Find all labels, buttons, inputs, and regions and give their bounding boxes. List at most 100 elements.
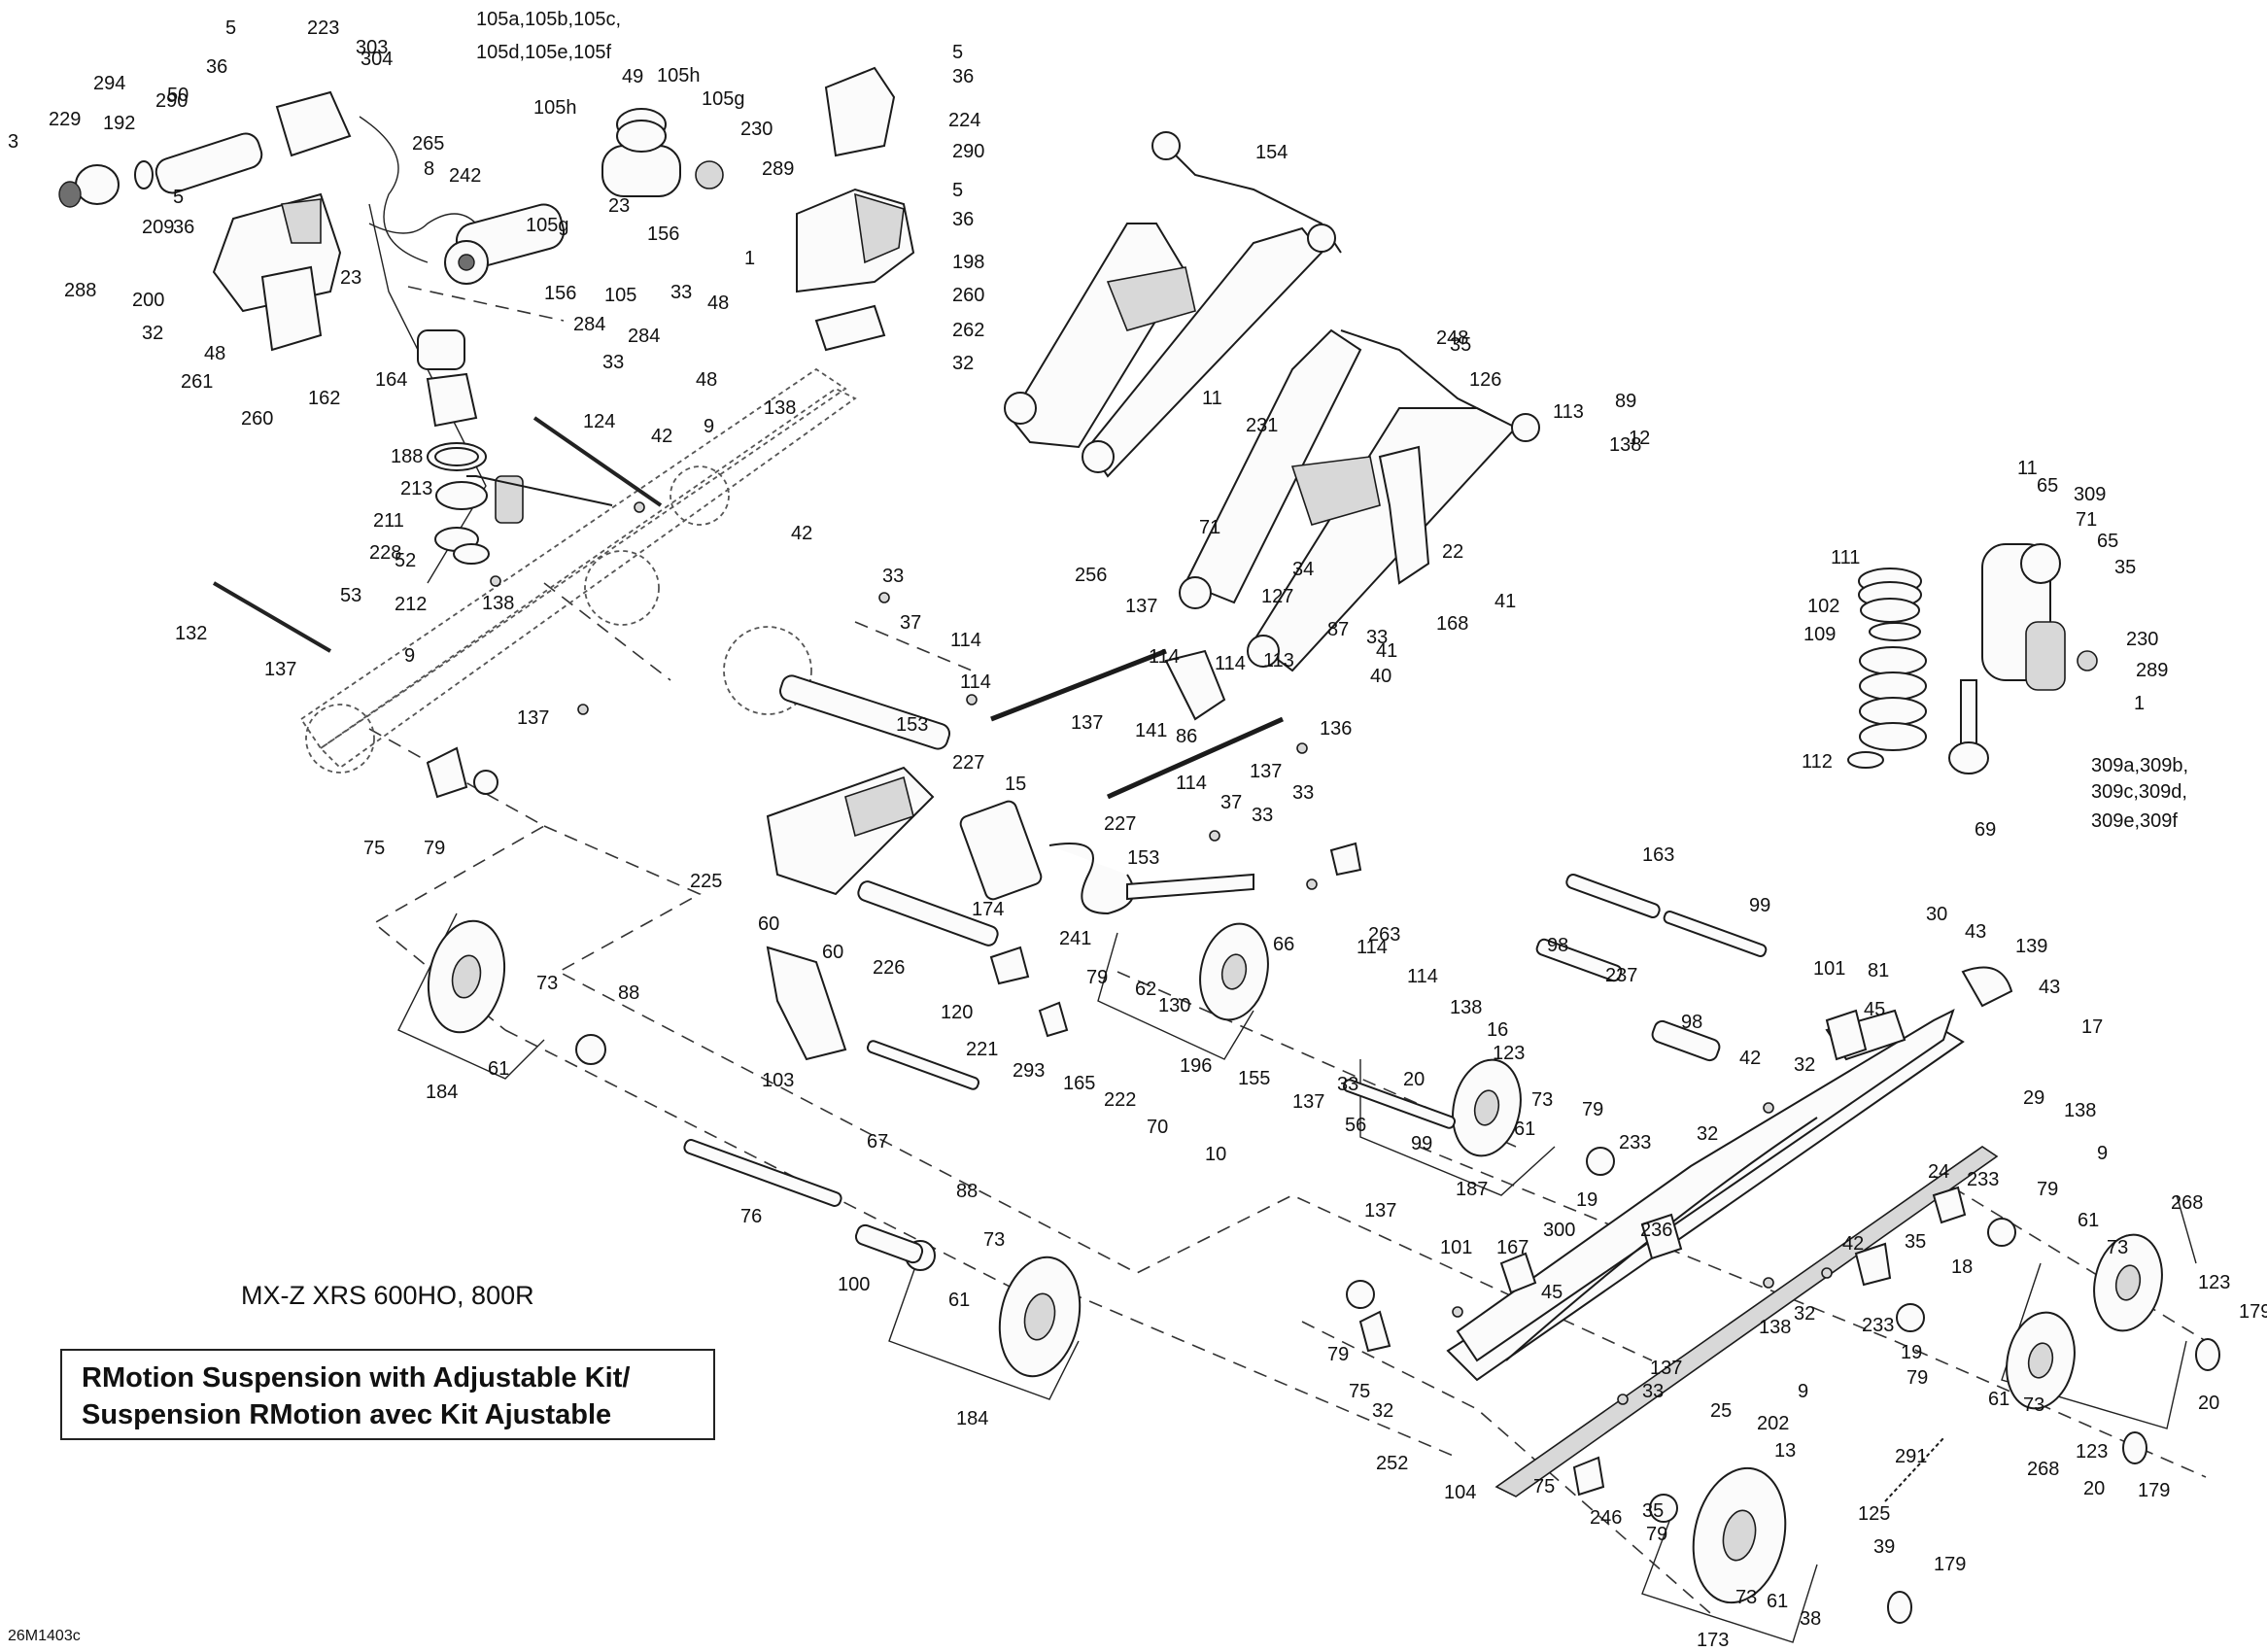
part-callout: 229 [49,109,81,130]
part-callout: 5 [225,17,236,39]
part-callout: 19 [1576,1189,1597,1211]
part-callout: 45 [1541,1282,1563,1303]
part-callout: 105g [702,88,745,110]
part-callout: 155 [1238,1068,1270,1089]
part-callout: 265 [412,133,444,155]
part-callout: 188 [391,446,423,467]
part-callout: 5 [952,180,963,201]
part-callout: 209 [142,217,174,238]
part-callout: 179 [2138,1480,2170,1501]
part-callout: 61 [2078,1210,2099,1231]
reference-code: 26M1403c [8,1628,81,1644]
left-track-rail [299,367,857,774]
part-callout: 48 [696,369,717,391]
part-callout: 87 [1327,619,1349,640]
part-callout: 9 [704,416,714,437]
part-callout: 105h [657,65,701,86]
part-callout: 79 [2037,1179,2058,1200]
part-callout: 36 [206,56,227,78]
part-callout: 126 [1469,369,1501,391]
part-callout: 33 [1642,1381,1664,1402]
part-callout: 3 [8,131,18,153]
part-callout: 9 [1798,1381,1808,1402]
part-callout: 79 [1582,1099,1603,1120]
part-callout: 173 [1697,1630,1729,1651]
part-callout: 212 [395,594,427,615]
part-callout: 227 [1104,813,1136,835]
part-callout: 137 [264,659,296,680]
part-callout: 123 [1493,1043,1525,1064]
part-callout: 60 [758,913,779,935]
part-callout: 164 [375,369,407,391]
part-callout: 179 [2239,1301,2267,1323]
part-callout: 33 [602,352,624,373]
part-callout: 61 [948,1290,970,1311]
part-callout: 73 [1531,1089,1553,1111]
part-callout: 79 [424,838,445,859]
part-callout: 99 [1749,895,1770,916]
part-callout: 65 [2097,531,2118,552]
part-callout: 114 [950,630,981,651]
part-callout: 36 [952,66,974,87]
part-callout: 124 [583,411,615,432]
diagram-title-box: RMotion Suspension with Adjustable Kit/ … [60,1349,715,1440]
part-callout: 289 [762,158,794,180]
part-callout: 5 [173,187,184,208]
part-callout: 100 [838,1274,870,1295]
part-callout: 309c,309d, [2091,781,2187,803]
part-callout: 137 [1292,1091,1324,1113]
part-callout: 136 [1320,718,1352,740]
part-callout: 23 [608,195,630,217]
part-callout: 15 [1005,774,1026,795]
part-callout: 138 [1450,997,1482,1018]
part-callout: 202 [1757,1413,1789,1434]
part-callout: 71 [1199,517,1220,538]
part-callout: 294 [93,73,125,94]
part-callout: 211 [373,510,404,532]
part-callout: 309a,309b, [2091,755,2188,776]
part-callout: 233 [1619,1132,1651,1153]
part-callout: 9 [2097,1143,2108,1164]
part-callout: 73 [983,1229,1005,1251]
part-callout: 153 [896,714,928,736]
part-callout: 137 [1071,712,1103,734]
part-callout: 223 [307,17,339,39]
part-callout: 291 [1895,1446,1927,1467]
part-callout: 36 [173,217,194,238]
part-callout: 184 [956,1408,988,1429]
part-callout: 105h [533,97,577,119]
part-callout: 32 [1372,1400,1393,1422]
part-callout: 48 [204,343,225,364]
part-callout: 61 [1988,1389,2009,1410]
part-callout: 52 [395,550,416,571]
part-callout: 88 [956,1181,978,1202]
part-callout: 13 [1774,1440,1796,1462]
part-callout: 141 [1135,720,1167,741]
part-callout: 56 [1345,1115,1366,1136]
part-callout: 236 [1640,1220,1672,1241]
part-callout: 32 [142,323,163,344]
part-callout: 127 [1261,586,1293,607]
part-callout: 230 [2126,629,2158,650]
part-callout: 32 [952,353,974,374]
rear-arm [1179,328,1540,672]
part-callout: 114 [1407,966,1438,987]
part-callout: 138 [482,593,514,614]
part-callout: 242 [449,165,481,187]
part-callout: 10 [1205,1144,1226,1165]
part-callout: 139 [2015,936,2047,957]
part-callout: 123 [2198,1272,2230,1293]
part-callout: 33 [882,566,904,587]
part-callout: 60 [822,942,843,963]
part-callout: 42 [651,426,672,447]
part-callout: 43 [1965,921,1986,943]
part-callout: 288 [64,280,96,301]
part-callout: 75 [363,838,385,859]
part-callout: 79 [1906,1367,1928,1389]
part-callout: 138 [1609,434,1641,456]
part-callout: 184 [426,1082,458,1103]
part-callout: 246 [1590,1507,1622,1529]
title-french: Suspension RMotion avec Kit Ajustable [82,1399,612,1430]
part-callout: 73 [1735,1587,1757,1608]
part-callout: 50 [167,85,189,106]
